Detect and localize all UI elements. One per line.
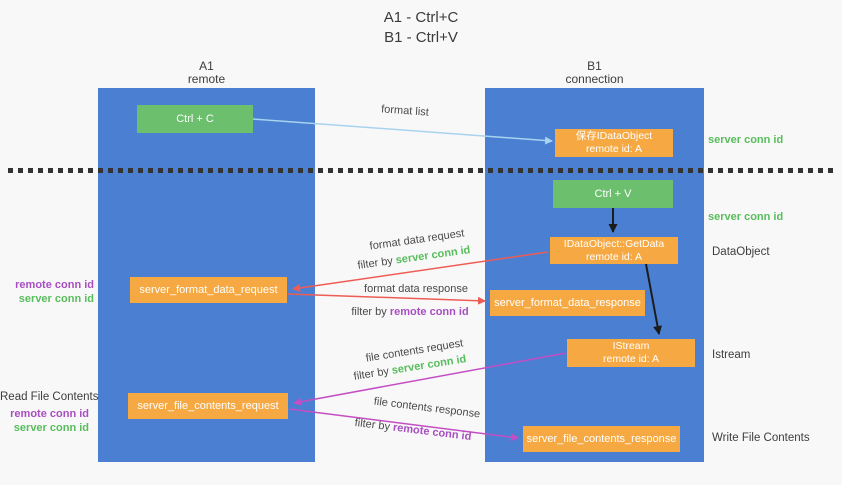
- label-remote-conn-id-left-2: remote conn id: [10, 408, 89, 420]
- node-idataobject-getdata: IDataObject::GetData remote id: A: [550, 237, 678, 264]
- label-server-conn-id-right-2: server conn id: [708, 211, 784, 223]
- label-read-file-contents: Read File Contents: [0, 391, 99, 403]
- lane-b1-name: B1: [587, 59, 602, 73]
- arrow-format-data-response: [287, 293, 486, 305]
- lane-header-b1: B1 connection: [485, 60, 704, 86]
- label-conn-ids-left-1: remote conn id server conn id: [0, 278, 94, 306]
- label-conn-ids-left-2: remote conn id server conn id: [0, 407, 89, 435]
- title-line-1: A1 - Ctrl+C: [383, 9, 459, 26]
- label-istream: Istream: [712, 349, 751, 361]
- node-istream: IStream remote id: A: [567, 339, 695, 367]
- arrow-format-list: [252, 118, 553, 145]
- node-ctrl-v-label: Ctrl + V: [594, 187, 632, 200]
- node-server-file-contents-response-label: server_file_contents_response: [526, 432, 677, 445]
- label-server-conn-id-left-2: server conn id: [13, 422, 89, 434]
- arrow-file-contents-request: [293, 352, 567, 406]
- node-save-idataobject-line2: remote id: A: [585, 143, 643, 155]
- node-server-format-data-request-label: server_format_data_request: [139, 283, 278, 296]
- lane-b1-subtitle: connection: [565, 72, 624, 86]
- arrow-format-data-request: [292, 251, 549, 292]
- node-server-format-data-response-label: server_format_data_response: [494, 296, 641, 309]
- node-server-file-contents-request-label: server_file_contents_request: [137, 399, 279, 412]
- lane-header-a1: A1 remote: [98, 60, 315, 86]
- node-idataobject-getdata-line2: remote id: A: [585, 250, 643, 263]
- dotted-divider-line: [8, 168, 834, 173]
- label-server-conn-id-right-1: server conn id: [708, 134, 784, 146]
- filter-by-text: filter by: [351, 306, 387, 318]
- label-format-data-response-filter: filter by remote conn id: [340, 306, 480, 318]
- node-ctrl-c: Ctrl + C: [137, 105, 253, 133]
- node-istream-line2: remote id: A: [602, 353, 660, 365]
- node-istream-line1: IStream: [612, 340, 650, 352]
- label-dataobject: DataObject: [712, 246, 770, 258]
- title-line-2: B1 - Ctrl+V: [384, 29, 458, 46]
- node-ctrl-c-label: Ctrl + C: [176, 112, 214, 125]
- node-server-format-data-request: server_format_data_request: [130, 277, 287, 303]
- arrow-getdata-to-istream: [645, 263, 662, 335]
- lane-a1-name: A1: [199, 59, 214, 73]
- label-server-conn-id-left-1: server conn id: [18, 293, 94, 305]
- remote-conn-id-text: remote conn id: [389, 306, 469, 318]
- node-server-format-data-response: server_format_data_response: [490, 290, 645, 316]
- label-remote-conn-id-left-1: remote conn id: [15, 279, 94, 291]
- node-idataobject-getdata-line1: IDataObject::GetData: [563, 237, 665, 250]
- lane-a1-subtitle: remote: [187, 72, 226, 86]
- node-server-file-contents-response: server_file_contents_response: [523, 426, 680, 452]
- node-save-idataobject-line1: 保存IDataObject: [575, 130, 653, 142]
- label-format-data-response: format data response: [364, 283, 468, 295]
- arrow-file-contents-response: [288, 408, 519, 442]
- diagram-title: A1 - Ctrl+C B1 - Ctrl+V: [0, 8, 842, 48]
- node-save-idataobject: 保存IDataObject remote id: A: [555, 129, 673, 157]
- node-server-file-contents-request: server_file_contents_request: [128, 393, 288, 419]
- node-ctrl-v: Ctrl + V: [553, 180, 673, 208]
- label-write-file-contents: Write File Contents: [712, 432, 810, 444]
